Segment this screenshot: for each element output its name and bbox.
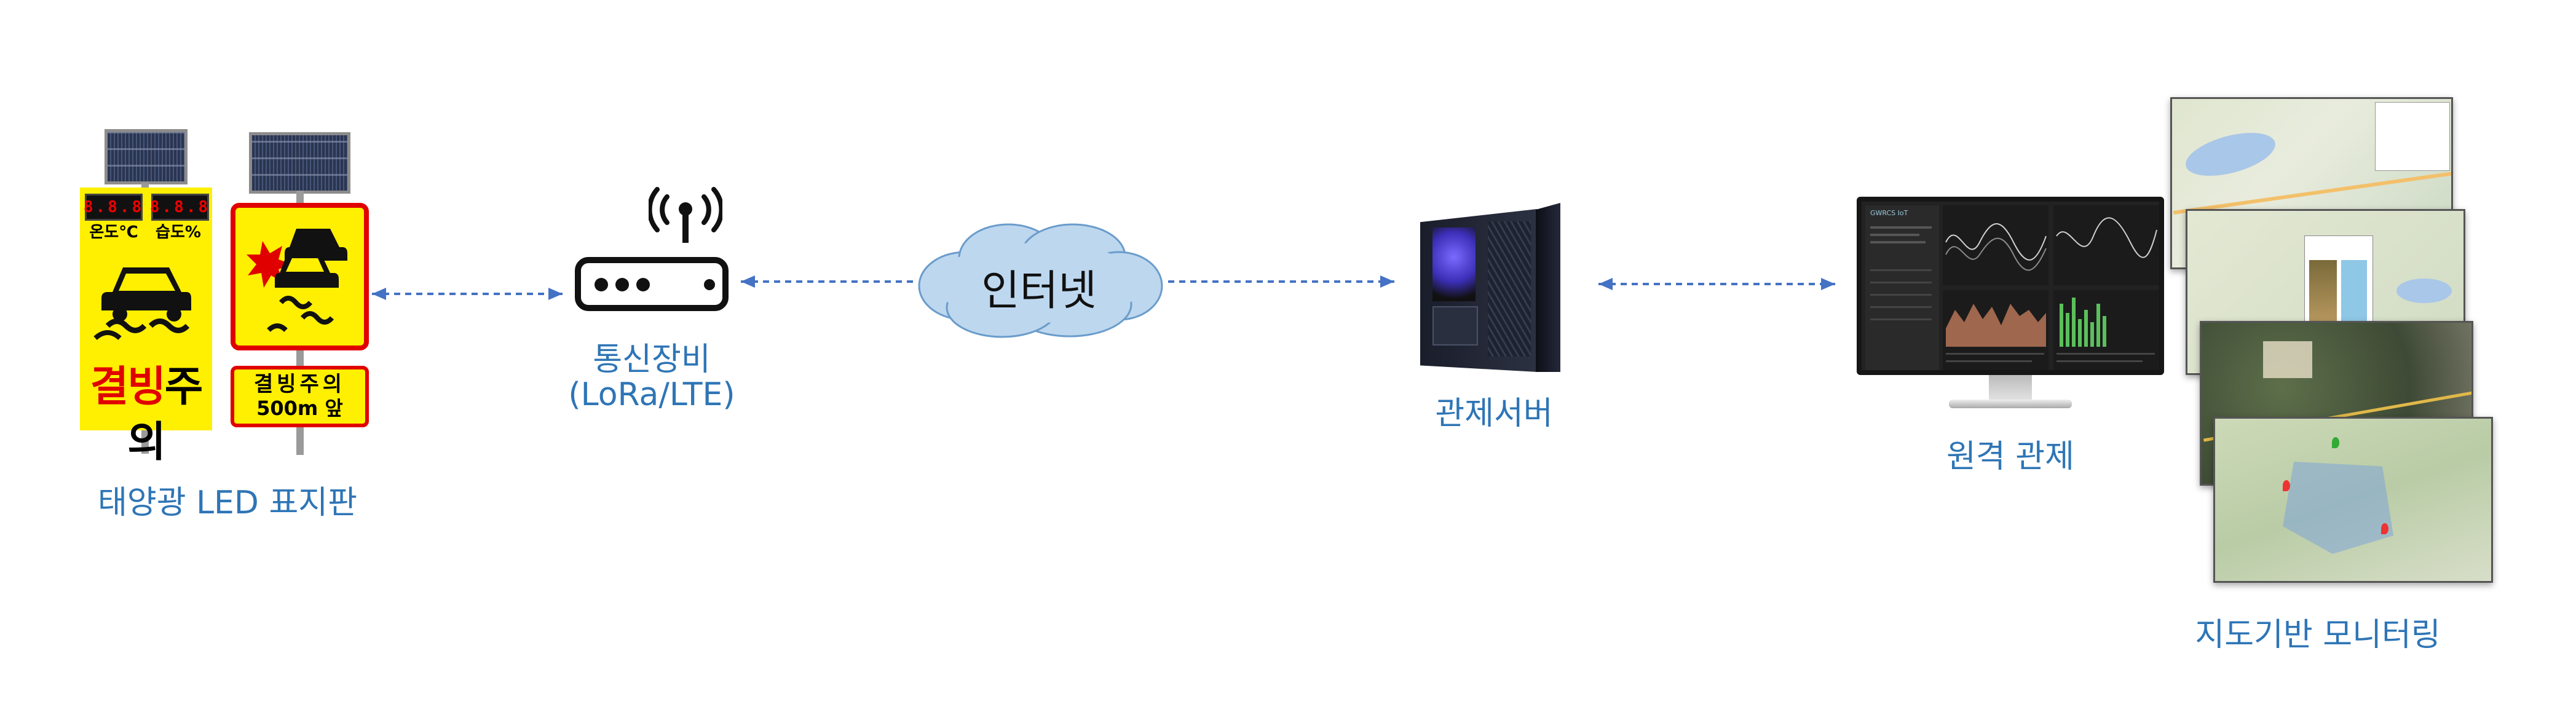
humidity-display: 8.8.8	[150, 194, 209, 221]
comm-device-label-line2: (LoRa/LTE)	[568, 376, 735, 413]
arrowhead	[1380, 275, 1394, 288]
arrowhead	[548, 288, 563, 300]
sign-warning-text: 결빙주의	[80, 360, 212, 470]
warning-ice-text: 결빙	[90, 363, 166, 411]
warning-sign-board	[231, 203, 369, 350]
warning-caution-text: 주의	[127, 363, 203, 467]
monitor-base	[1949, 400, 2072, 408]
humidity-label: 습도%	[156, 223, 201, 242]
comm-device	[572, 184, 732, 317]
sign-board: 8.8.8 8.8.8 온도℃ 습도% 결빙주의	[80, 188, 212, 467]
map-screenshot-4	[2213, 417, 2493, 583]
internet-cloud: 인터넷	[910, 218, 1168, 341]
sign-line-2: 500m 앞	[256, 397, 343, 420]
temp-display: 8.8.8	[84, 194, 143, 221]
solar-panel	[105, 129, 188, 184]
monitor: GWRCS IoT	[1857, 197, 2164, 424]
remote-control-label: 원격 관제	[1946, 438, 2074, 475]
distance-sign-board: 결빙주의 500m 앞	[231, 366, 369, 427]
arrowhead	[741, 275, 755, 288]
arrowhead	[372, 288, 386, 300]
arrowhead	[1598, 278, 1613, 290]
internet-label: 인터넷	[981, 267, 1097, 315]
monitor-neck	[1989, 375, 2032, 403]
solar-panel	[249, 132, 350, 194]
map-monitoring-label: 지도기반 모니터링	[2195, 617, 2441, 654]
control-server-label: 관제서버	[1435, 395, 1553, 432]
skidding-car-icon	[93, 267, 191, 341]
collision-car-icon	[247, 229, 347, 332]
wifi-signal-icon	[649, 187, 722, 243]
solar-sign-label: 태양광 LED 표지판	[98, 484, 357, 521]
monitor-brand: GWRCS IoT	[1870, 209, 1908, 217]
solar-led-sign-right: 결빙주의 500m 앞	[227, 129, 375, 455]
router-icon	[575, 257, 729, 311]
sign-line-1: 결빙주의	[253, 372, 346, 397]
cloud-icon	[918, 223, 1163, 338]
comm-device-label-line1: 통신장비	[593, 341, 711, 378]
arrowhead	[1821, 278, 1835, 290]
monitor-charts	[1943, 205, 2159, 370]
server-tower-icon	[1420, 203, 1562, 375]
solar-led-sign-left: 8.8.8 8.8.8 온도℃ 습도% 결빙주의	[80, 129, 215, 467]
monitor-screen: GWRCS IoT	[1857, 197, 2164, 375]
temp-label: 온도℃	[89, 223, 138, 242]
